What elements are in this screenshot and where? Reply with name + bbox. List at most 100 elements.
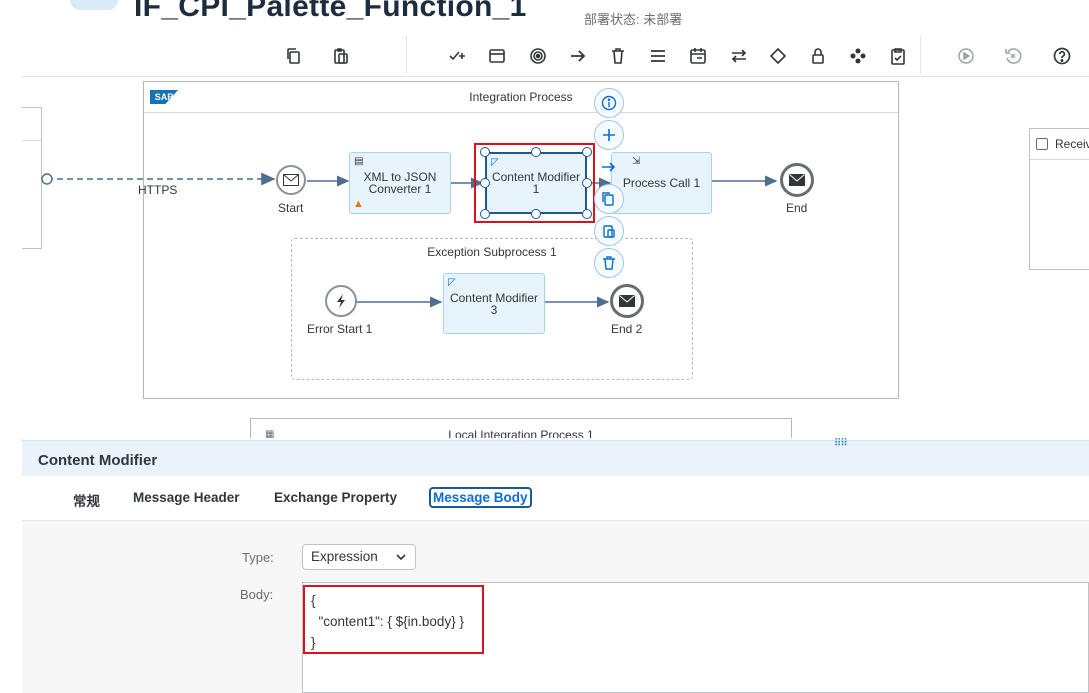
envelope-filled-icon [789,174,805,186]
body-textarea[interactable]: { "content1": { ${in.body} } } [302,582,1089,693]
toolbar-separator [920,36,921,74]
calendar-icon[interactable] [687,45,709,67]
arrow-right-icon [602,162,616,172]
error-start-event[interactable] [325,285,357,317]
content-modifier-3-task[interactable]: ◸ Content Modifier 3 [443,273,545,334]
help-icon[interactable] [1051,45,1073,67]
run-icon[interactable] [955,45,977,67]
copy-icon[interactable] [283,45,305,67]
type-select[interactable]: Expression [302,544,416,570]
undo-icon[interactable] [1002,45,1024,67]
tab-message-body[interactable]: Message Body [429,487,532,508]
task-label: Content Modifier [491,170,581,184]
start-event[interactable] [276,165,306,195]
paste-icon [603,225,615,238]
left-sidebar [0,0,23,693]
integration-process-pool[interactable]: SAP Integration Process Exception Subpro… [143,81,899,399]
envelope-icon [283,174,299,186]
info-icon [601,95,617,111]
copy-button[interactable] [594,184,624,214]
tab-exchange-property[interactable]: Exchange Property [274,490,398,505]
process-call-icon: ⇲ [632,156,641,167]
window-icon[interactable] [486,45,508,67]
content-modifier-1-task[interactable]: ◸ Content Modifier 1 [485,152,587,214]
receiver-icon [1036,138,1048,150]
resize-handle[interactable] [531,209,541,219]
end-2-event[interactable] [610,284,644,318]
local-process-title: Local Integration Process 1 [448,428,594,438]
local-integration-process-pool[interactable]: ▦ Local Integration Process 1 [250,418,792,438]
diamond-icon[interactable] [767,45,789,67]
task-label: Process Call 1 [622,176,701,190]
deploy-status: 部署状态: 未部署 [584,12,683,27]
delete-icon [603,256,615,270]
lightning-icon [337,294,345,308]
add-button[interactable] [594,120,624,150]
lock-icon[interactable] [807,45,829,67]
type-label: Type: [242,550,274,565]
resize-handle[interactable] [582,147,592,157]
warning-icon: ▲ [353,198,364,210]
connect-button[interactable] [594,152,624,182]
content-modifier-icon: ◸ [491,157,499,168]
arrow-right-icon[interactable] [567,45,589,67]
clipboard-icon[interactable] [887,45,909,67]
resize-grip-icon[interactable]: ⠿⠿ [834,438,848,449]
local-process-icon: ▦ [265,429,275,438]
start-label: Start [278,201,304,215]
cube-icon[interactable] [847,45,869,67]
pool-header: SAP Integration Process [144,82,898,113]
converter-icon: ▤ [354,156,364,167]
target-icon[interactable] [527,45,549,67]
task-label: Converter 1 [368,182,432,196]
add-check-icon[interactable] [446,45,468,67]
info-button[interactable] [594,88,624,118]
integration-process-title: Integration Process [469,90,573,104]
end-event[interactable] [780,163,814,197]
highlight-box [303,585,484,654]
resize-handle[interactable] [582,209,592,219]
task-label: Content Modifier [449,290,539,305]
end-label: End [786,201,808,215]
error-start-label: Error Start 1 [307,322,373,336]
task-label: 3 [490,302,498,317]
integration-canvas[interactable]: Receiv SAP Integration Process Exception… [22,77,1089,438]
delete-icon[interactable] [607,45,629,67]
copy-icon [602,192,614,206]
process-call-task[interactable]: ⇲ Process Call 1 [611,152,712,214]
menu-icon[interactable] [647,45,669,67]
task-label: 1 [532,182,540,196]
message-body-form: Type: Expression Body: { "content1": { $… [22,521,1089,693]
properties-panel: ⠿⠿ Content Modifier 常规 Message Header Ex… [22,438,1089,693]
resize-handle[interactable] [480,209,490,219]
chevron-down-icon [396,554,406,561]
resize-handle[interactable] [480,147,490,157]
properties-title: Content Modifier [38,452,158,469]
exception-subprocess[interactable]: Exception Subprocess 1 [291,238,693,380]
tab-general[interactable]: 常规 [73,494,100,509]
https-label: HTTPS [138,183,178,197]
resize-handle[interactable] [480,178,490,188]
delete-button[interactable] [594,248,624,278]
swap-icon[interactable] [728,45,750,67]
xml-to-json-converter-task[interactable]: ▤ XML to JSON Converter 1 ▲ [349,152,451,214]
plus-icon [603,129,615,141]
type-select-value: Expression [311,549,378,564]
toolbar-separator [406,36,407,74]
highlight-box [474,143,595,223]
resize-handle[interactable] [531,147,541,157]
paste-button[interactable] [594,216,624,246]
receiver-label: Receiv [1055,137,1089,151]
properties-header: ⠿⠿ Content Modifier [22,438,1089,477]
content-modifier-icon: ◸ [448,277,456,288]
resize-handle[interactable] [582,178,592,188]
tab-message-header[interactable]: Message Header [133,490,240,505]
paste-icon[interactable] [330,45,352,67]
receiver-participant[interactable]: Receiv [1029,128,1089,270]
end-2-label: End 2 [611,322,643,336]
properties-tabs: 常规 Message Header Exchange Property Mess… [22,476,1089,521]
app-icon [70,0,118,10]
envelope-filled-icon [619,295,635,307]
body-label: Body: [240,587,274,602]
exception-subprocess-title: Exception Subprocess 1 [427,245,557,259]
